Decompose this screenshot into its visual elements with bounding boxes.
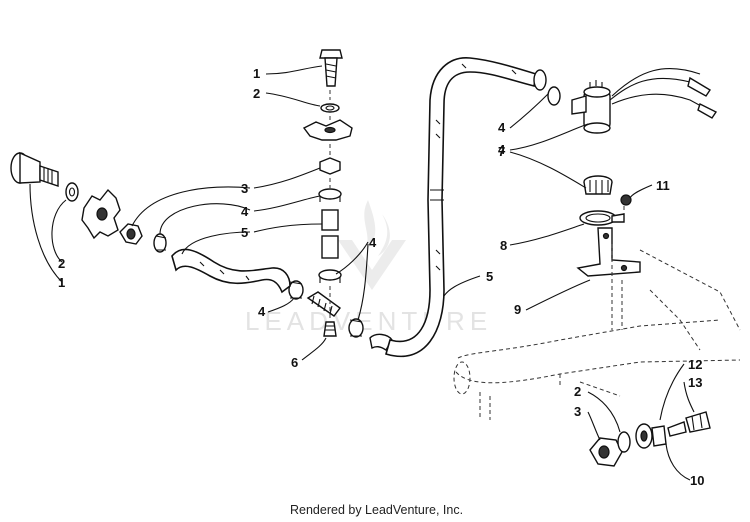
part-clamp-top bbox=[533, 69, 561, 106]
part-washer-left bbox=[65, 182, 79, 202]
callout-1-left: 1 bbox=[58, 275, 65, 290]
footer-credit: Rendered by LeadVenture, Inc. bbox=[290, 503, 463, 517]
callouts: 1 2 3 4 5 4 6 4 2 1 4 5 4 7 11 8 9 12 13… bbox=[58, 66, 704, 488]
part-star-plate-left bbox=[81, 188, 121, 240]
callout-4-center: 4 bbox=[241, 204, 249, 219]
callout-4-top-right: 4 bbox=[498, 142, 506, 157]
part-clamp-ring bbox=[579, 210, 625, 226]
part-center-stack bbox=[302, 49, 353, 337]
part-clamp-left bbox=[153, 233, 304, 300]
callout-2-left: 2 bbox=[58, 256, 65, 271]
callout-3-center: 3 bbox=[241, 181, 248, 196]
part-hose-long bbox=[385, 57, 537, 358]
part-bolt-left bbox=[10, 151, 59, 187]
part-nut-left bbox=[119, 223, 143, 245]
watermark-text: LEADVENTURE bbox=[245, 306, 492, 336]
callout-4-right: 4 bbox=[498, 120, 506, 135]
callout-4-lower: 4 bbox=[258, 304, 266, 319]
callout-11: 11 bbox=[656, 178, 670, 193]
callout-6: 6 bbox=[291, 355, 298, 370]
callout-2-top: 2 bbox=[253, 86, 260, 101]
watermark: LEADVENTURE bbox=[245, 200, 492, 336]
part-frame-ghost bbox=[453, 249, 741, 420]
callout-9: 9 bbox=[514, 302, 521, 317]
callout-1-top: 1 bbox=[253, 66, 260, 81]
callout-13: 13 bbox=[688, 375, 702, 390]
callout-5-right: 5 bbox=[486, 269, 493, 284]
part-bracket bbox=[576, 206, 641, 330]
callout-2-lower-right: 2 bbox=[574, 384, 581, 399]
part-ball bbox=[620, 194, 632, 206]
part-lower-right-assembly bbox=[589, 411, 711, 467]
callout-3-lower-right: 3 bbox=[574, 404, 581, 419]
part-fitting bbox=[306, 291, 393, 351]
callout-10: 10 bbox=[690, 473, 704, 488]
part-hose-left bbox=[171, 248, 291, 294]
callout-4-right-center: 4 bbox=[369, 235, 377, 250]
callout-7: 7 bbox=[498, 144, 505, 159]
callout-8: 8 bbox=[500, 238, 507, 253]
callout-5-left: 5 bbox=[241, 225, 248, 240]
part-filter-element bbox=[583, 175, 613, 195]
leader-lines bbox=[29, 65, 695, 481]
callout-12: 12 bbox=[688, 357, 702, 372]
part-sensor bbox=[571, 68, 718, 134]
